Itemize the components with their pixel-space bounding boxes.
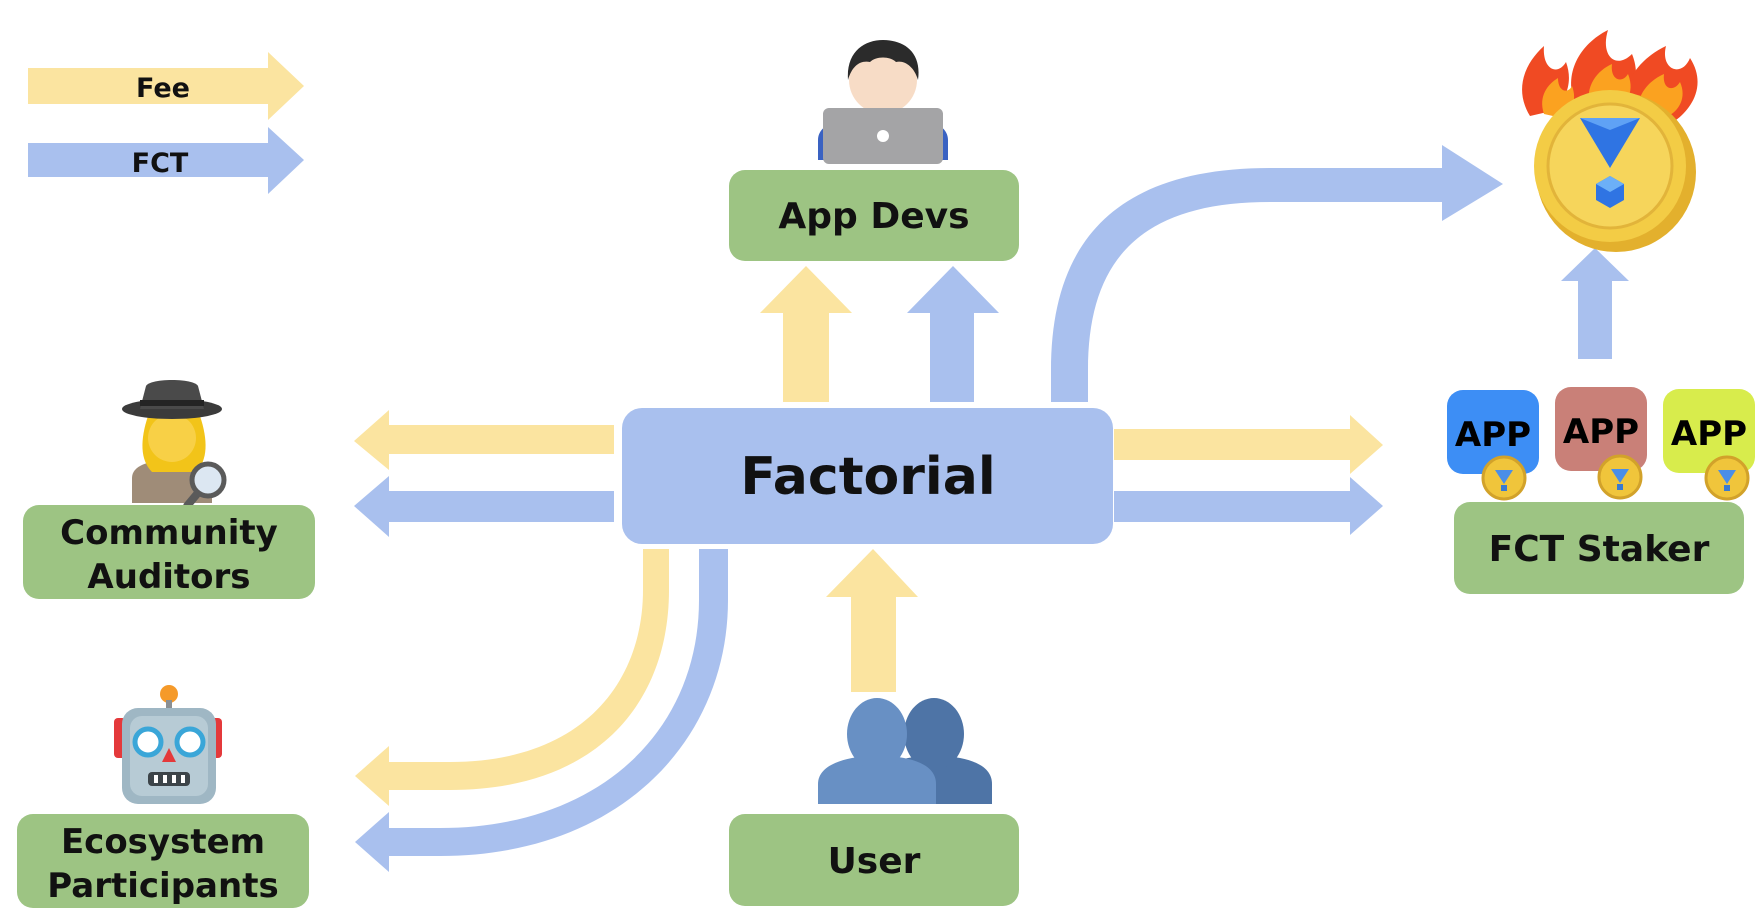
factorial-label: Factorial — [740, 447, 995, 507]
factorial-node: Factorial — [622, 408, 1113, 544]
fct-arrow-to-fct-staker — [1114, 477, 1383, 535]
robot-icon — [114, 685, 222, 804]
fct-staker-label: FCT Staker — [1489, 529, 1710, 570]
flow-arrows — [354, 145, 1629, 872]
detective-icon — [122, 380, 227, 510]
fct-arrow-staker-to-burn — [1561, 248, 1629, 359]
app-badge-background — [1555, 387, 1647, 471]
users-silhouette-icon — [818, 698, 992, 804]
app-devs-label: App Devs — [778, 196, 969, 237]
community-auditors-label-line1: Community — [60, 513, 278, 553]
fct-arrow-to-app-devs — [907, 266, 999, 402]
app-badge-label: APP — [1563, 412, 1639, 452]
user-box — [729, 814, 1019, 906]
app-badge-background — [1663, 389, 1755, 473]
app-badge-3: APP — [1663, 389, 1755, 501]
fct-staker-node: APP APP APP FCT Staker — [1447, 387, 1755, 594]
fee-arrow-from-user — [826, 549, 918, 692]
user-node: User — [729, 698, 1019, 906]
fee-arrow-to-ecosystem-participants — [355, 549, 669, 806]
app-badge-label: APP — [1671, 414, 1747, 454]
fct-arrow-to-ecosystem-participants — [355, 549, 728, 872]
fee-arrow-to-app-devs — [760, 266, 852, 402]
legend-fee-label: Fee — [136, 73, 190, 104]
community-auditors-label-line2: Auditors — [87, 557, 250, 597]
ecosystem-participants-label-line2: Participants — [47, 866, 278, 906]
legend-fee-arrow — [28, 52, 304, 120]
fee-arrow-to-community-auditors — [354, 410, 614, 470]
factorial-box — [622, 408, 1113, 544]
legend-fct-label: FCT — [132, 148, 189, 179]
user-label: User — [828, 841, 921, 882]
fct-arrow-to-community-auditors — [354, 476, 614, 537]
legend: Fee FCT — [28, 52, 304, 194]
app-badge-2: APP — [1555, 387, 1647, 500]
developer-laptop-icon — [818, 40, 948, 164]
ecosystem-participants-node: Ecosystem Participants — [17, 685, 309, 908]
app-devs-node: App Devs — [729, 40, 1019, 261]
app-badge-background — [1447, 390, 1539, 474]
community-auditors-node: Community Auditors — [23, 380, 315, 599]
fct-staker-box — [1454, 502, 1744, 594]
community-auditors-box — [23, 505, 315, 599]
ecosystem-participants-box — [17, 814, 309, 908]
ecosystem-participants-label-line1: Ecosystem — [61, 822, 265, 862]
fee-arrow-to-fct-staker — [1114, 415, 1383, 474]
app-badge-label: APP — [1455, 415, 1531, 455]
legend-fct-arrow — [28, 127, 304, 194]
fct-arrow-to-burn — [1051, 145, 1503, 402]
app-badges: APP APP APP — [1447, 387, 1755, 501]
burning-coin-icon — [1522, 30, 1698, 252]
app-badge-1: APP — [1447, 390, 1539, 501]
app-devs-box — [729, 170, 1019, 261]
